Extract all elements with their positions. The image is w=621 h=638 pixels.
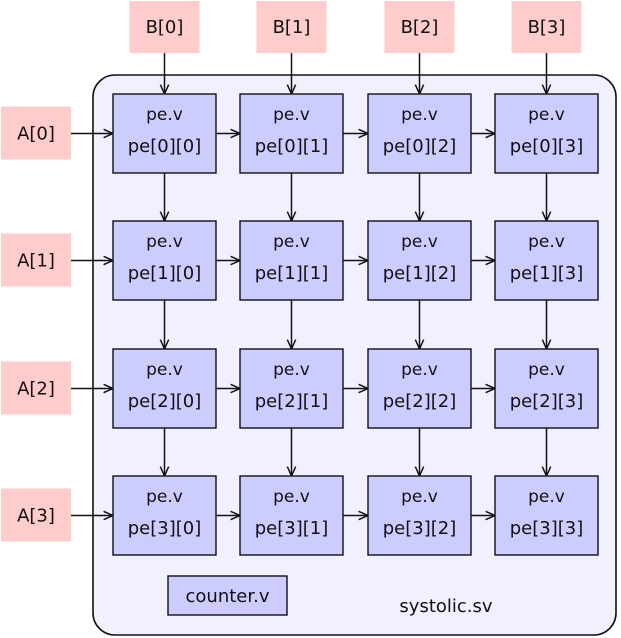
counter-box [167, 575, 288, 616]
input-b-box [256, 1, 327, 53]
pe-file-label: pe.v [146, 232, 183, 252]
pe-instance-label: pe[1][1] [255, 263, 329, 284]
pe-box [367, 220, 472, 301]
pe-file-label: pe.v [273, 487, 310, 507]
input-b-box [511, 1, 582, 53]
pe-file-label: pe.v [401, 487, 438, 507]
pe-instance-label: pe[2][2] [383, 391, 457, 412]
pe-cell: pe.v pe[0][0] [112, 93, 217, 174]
pe-file-label: pe.v [528, 487, 565, 507]
pe-grid: pe.vpe[0][0]pe.vpe[0][1]pe.vpe[0][2]pe.v… [112, 93, 599, 556]
input-b-box [129, 1, 200, 53]
input-b-box [384, 1, 455, 53]
pe-file-label: pe.v [401, 360, 438, 380]
pe-instance-label: pe[3][1] [255, 518, 329, 539]
pe-file-label: pe.v [146, 360, 183, 380]
input-b-label: B[0] [146, 17, 184, 38]
pe-instance-label: pe[0][1] [255, 136, 329, 157]
pe-cell: pe.v pe[2][2] [367, 348, 472, 429]
input-a-label: A[0] [17, 124, 55, 145]
pe-instance-label: pe[1][0] [128, 263, 202, 284]
input-b-label: B[2] [401, 17, 439, 38]
pe-file-label: pe.v [146, 105, 183, 125]
pe-instance-label: pe[3][3] [510, 518, 584, 539]
a-input-column: A[0] A[1] A[2] A[3] [1, 106, 71, 542]
pe-cell: pe.v pe[3][2] [367, 475, 472, 556]
pe-instance-label: pe[1][3] [510, 263, 584, 284]
pe-cell: pe.v pe[0][1] [239, 93, 344, 174]
input-a-box [1, 361, 71, 415]
pe-instance-label: pe[1][2] [383, 263, 457, 284]
pe-box [112, 220, 217, 301]
pe-file-label: pe.v [146, 487, 183, 507]
pe-file-label: pe.v [401, 105, 438, 125]
pe-box [367, 348, 472, 429]
pe-instance-label: pe[2][1] [255, 391, 329, 412]
pe-box [367, 475, 472, 556]
pe-instance-label: pe[0][2] [383, 136, 457, 157]
pe-cell: pe.v pe[1][3] [494, 220, 599, 301]
b-input-row: B[0] B[1] B[2] B[3] [129, 1, 582, 53]
input-a-box [1, 233, 71, 287]
pe-box [494, 348, 599, 429]
pe-file-label: pe.v [528, 105, 565, 125]
pe-cell: pe.v pe[2][1] [239, 348, 344, 429]
pe-instance-label: pe[3][0] [128, 518, 202, 539]
pe-cell: pe.v pe[1][2] [367, 220, 472, 301]
pe-cell: pe.v pe[1][1] [239, 220, 344, 301]
input-a-label: A[2] [17, 379, 55, 400]
input-a-label: A[3] [17, 506, 55, 527]
pe-instance-label: pe[3][2] [383, 518, 457, 539]
pe-box [239, 93, 344, 174]
pe-cell: pe.v pe[1][0] [112, 220, 217, 301]
systolic-module-container [92, 74, 617, 636]
pe-box [239, 475, 344, 556]
pe-file-label: pe.v [528, 232, 565, 252]
input-b-label: B[1] [273, 17, 311, 38]
pe-cell: pe.v pe[2][3] [494, 348, 599, 429]
pe-box [494, 475, 599, 556]
input-a-box [1, 488, 71, 542]
pe-box [239, 220, 344, 301]
pe-cell: pe.v pe[0][3] [494, 93, 599, 174]
input-a-label: A[1] [17, 251, 55, 272]
pe-cell: pe.v pe[3][1] [239, 475, 344, 556]
counter-label: counter.v [186, 586, 270, 607]
input-a-box [1, 106, 71, 160]
pe-box [494, 93, 599, 174]
pe-cell: pe.v pe[3][3] [494, 475, 599, 556]
pe-box [112, 475, 217, 556]
pe-instance-label: pe[2][3] [510, 391, 584, 412]
pe-cell: pe.v pe[0][2] [367, 93, 472, 174]
pe-box [112, 93, 217, 174]
input-b-label: B[3] [528, 17, 566, 38]
pe-instance-label: pe[0][0] [128, 136, 202, 157]
pe-cell: pe.v pe[2][0] [112, 348, 217, 429]
pe-box [112, 348, 217, 429]
pe-file-label: pe.v [273, 105, 310, 125]
pe-instance-label: pe[2][0] [128, 391, 202, 412]
container-label: systolic.sv [399, 596, 492, 617]
pe-cell: pe.v pe[3][0] [112, 475, 217, 556]
pe-box [367, 93, 472, 174]
pe-file-label: pe.v [528, 360, 565, 380]
pe-box [239, 348, 344, 429]
pe-file-label: pe.v [273, 232, 310, 252]
pe-file-label: pe.v [401, 232, 438, 252]
pe-box [494, 220, 599, 301]
connection-arrows [71, 53, 547, 516]
pe-file-label: pe.v [273, 360, 310, 380]
pe-instance-label: pe[0][3] [510, 136, 584, 157]
